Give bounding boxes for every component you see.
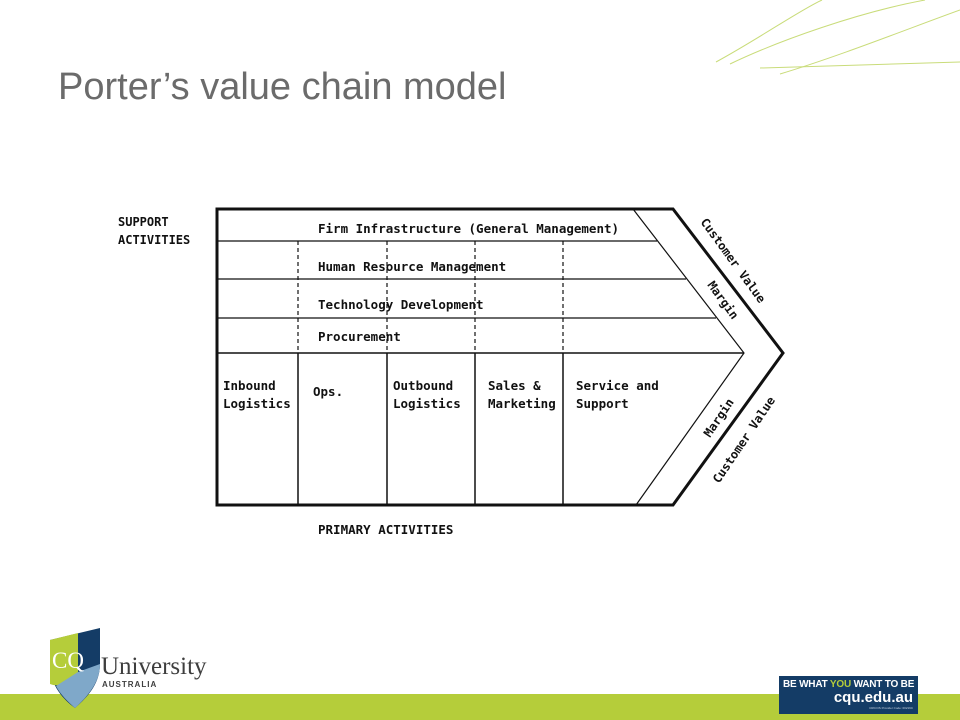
margin-top-label: Margin (705, 279, 742, 322)
primary-activity-outbound-line2: Logistics (393, 396, 461, 411)
margin-bottom-label: Margin (701, 396, 737, 440)
value-chain-outline (215, 207, 785, 507)
primary-activity-inbound-line2: Logistics (223, 396, 291, 411)
tagline-text: BE WHAT YOU WANT TO BE (783, 679, 915, 690)
support-activity-technology: Technology Development (318, 297, 484, 312)
tagline-fine-print: CRICOS Provider Code: 00219C (869, 706, 913, 710)
primary-activity-service-line2: Support (576, 396, 629, 411)
support-activity-procurement: Procurement (318, 329, 401, 344)
logo-wordmark: University (101, 653, 207, 680)
tagline-url[interactable]: cqu.edu.au (833, 689, 913, 706)
tagline-accent: YOU (829, 679, 851, 690)
shield-icon: CQ (50, 628, 100, 708)
primary-activity-service-line1: Service and (576, 378, 659, 393)
value-chain-diagram: SUPPORT ACTIVITIES Firm Infrastructure (… (118, 207, 785, 537)
logo-initials: CQ (52, 648, 84, 673)
support-activities-label-line1: SUPPORT (118, 215, 169, 229)
primary-activity-outbound-line1: Outbound (393, 378, 453, 393)
tagline-post: WANT TO BE (851, 679, 915, 690)
support-activities-label-line2: ACTIVITIES (118, 233, 190, 247)
tagline-pre: BE WHAT (783, 679, 830, 690)
primary-activity-sales-line2: Marketing (488, 396, 556, 411)
tagline-box[interactable]: BE WHAT YOU WANT TO BE cqu.edu.au CRICOS… (779, 676, 918, 714)
logo-subtitle: AUSTRALIA (102, 680, 158, 689)
customer-value-top-label: Customer Value (698, 216, 769, 306)
primary-activities-label: PRIMARY ACTIVITIES (318, 522, 453, 537)
support-activity-firm-infrastructure: Firm Infrastructure (General Management) (318, 221, 619, 236)
primary-activity-sales-line1: Sales & (488, 378, 541, 393)
primary-activity-ops: Ops. (313, 384, 343, 399)
support-activity-human-resource: Human Resource Management (318, 259, 506, 274)
decorative-corner-lines (715, 0, 960, 75)
slide-title: Porter’s value chain model (58, 66, 507, 108)
primary-activity-inbound-line1: Inbound (223, 378, 276, 393)
